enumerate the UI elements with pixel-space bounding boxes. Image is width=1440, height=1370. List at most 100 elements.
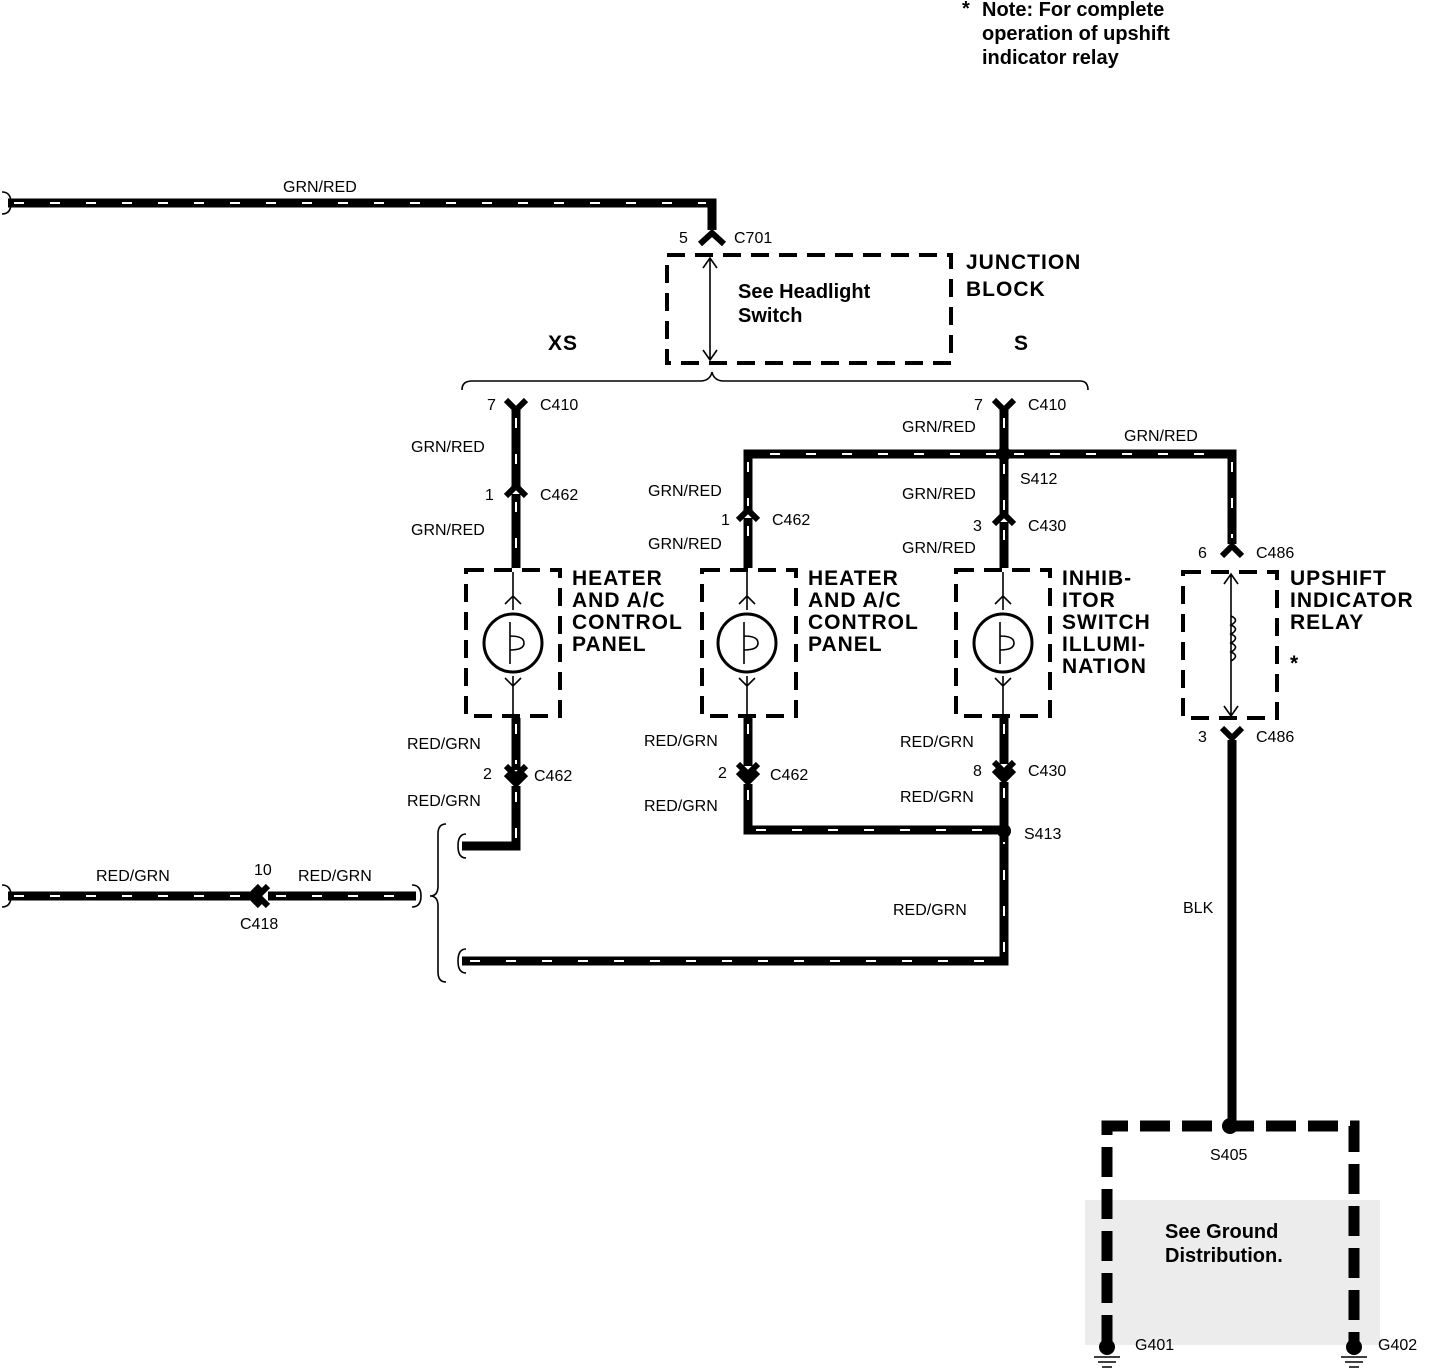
wire-label: GRN/RED — [411, 439, 485, 456]
c430-label: C430 — [1028, 518, 1066, 535]
heater2-label-4: PANEL — [808, 633, 883, 656]
wire-label: RED/GRN — [644, 798, 718, 815]
heater1-label-2: AND A/C — [572, 589, 666, 612]
wire-label: RED/GRN — [407, 736, 481, 753]
connector-c701: 5 C701 — [679, 228, 772, 247]
note: * Note: For complete operation of upshif… — [962, 0, 1170, 69]
junction-label-1: JUNCTION — [966, 251, 1081, 274]
wire-label: RED/GRN — [900, 734, 974, 751]
wire-label: GRN/RED — [411, 522, 485, 539]
junction-inner-2: Switch — [738, 305, 802, 327]
c701-pin: 5 — [679, 230, 688, 247]
s412-label: S412 — [1020, 471, 1057, 488]
c430-label: C430 — [1028, 763, 1066, 780]
column-inhibitor: 7 C410 GRN/RED S412 GRN/RED 3 C430 GRN/R… — [900, 397, 1151, 843]
c418-label: C418 — [240, 916, 278, 933]
relay-label-3: RELAY — [1290, 611, 1364, 634]
inhibitor-label-5: NATION — [1062, 655, 1147, 678]
relay-coil-icon — [1223, 572, 1239, 718]
heater1-label-4: PANEL — [572, 633, 647, 656]
junction-inner-1: See Headlight — [738, 281, 871, 303]
c486-pin: 6 — [1198, 545, 1207, 562]
variant-s: S — [1014, 332, 1029, 355]
c462-label: C462 — [772, 512, 810, 529]
note-line-2: operation of upshift — [982, 23, 1170, 45]
wire-label: GRN/RED — [1124, 428, 1198, 445]
c410-pin-right: 7 — [974, 397, 983, 414]
wire-label-blk: BLK — [1183, 900, 1214, 917]
c462-pin: 1 — [485, 487, 494, 504]
g402-label: G402 — [1378, 1337, 1417, 1354]
note-star: * — [962, 0, 970, 20]
note-line-3: indicator relay — [982, 47, 1120, 69]
wire-label: RED/GRN — [644, 733, 718, 750]
c486-pin: 3 — [1198, 729, 1207, 746]
bulb-icon — [716, 572, 778, 714]
wire-label: RED/GRN — [893, 902, 967, 919]
relay-label-1: UPSHIFT — [1290, 567, 1387, 590]
heater1-label-1: HEATER — [572, 567, 663, 590]
splice-s405 — [1222, 1118, 1238, 1134]
ground-shade — [1085, 1200, 1380, 1345]
wire-label: RED/GRN — [900, 789, 974, 806]
heater2-label-3: CONTROL — [808, 611, 919, 634]
c462-pin: 1 — [721, 512, 730, 529]
c486-label: C486 — [1256, 545, 1294, 562]
ground-icon — [1341, 1339, 1367, 1368]
ground-distribution: S405 See Ground Distribution. G401 G402 — [1085, 1118, 1417, 1368]
column-relay: GRN/RED 6 C486 UPSHIFT INDICATOR RELAY *… — [1004, 428, 1414, 1126]
inhibitor-label-4: ILLUMI- — [1062, 633, 1146, 656]
c486-label: C486 — [1256, 729, 1294, 746]
splice-s413 — [997, 824, 1011, 838]
wire-label: RED/GRN — [96, 868, 170, 885]
c410-label-left: C410 — [540, 397, 578, 414]
wire-bottom-red-grn: RED/GRN — [457, 832, 1009, 974]
s405-label: S405 — [1210, 1147, 1247, 1164]
ground-inner-1: See Ground — [1165, 1221, 1278, 1243]
wire-label: GRN/RED — [283, 179, 357, 196]
c430-pin: 3 — [973, 518, 982, 535]
heater1-label-3: CONTROL — [572, 611, 683, 634]
wire-top-grn-red: GRN/RED — [1, 179, 717, 230]
c462-pin: 2 — [718, 765, 727, 782]
inhibitor-label-2: ITOR — [1062, 589, 1116, 612]
c462-pin: 2 — [483, 766, 492, 783]
wire-left-red-grn: RED/GRN RED/GRN 10 C418 — [1, 862, 422, 933]
variant-xs: XS — [548, 332, 578, 355]
relay-label-2: INDICATOR — [1290, 589, 1414, 612]
c701-label: C701 — [734, 230, 772, 247]
junction-block: See Headlight Switch JUNCTION BLOCK XS S — [548, 251, 1081, 365]
wire-label: GRN/RED — [648, 483, 722, 500]
heater2-label-2: AND A/C — [808, 589, 902, 612]
g401-label: G401 — [1135, 1337, 1174, 1354]
variant-brace — [461, 371, 1089, 391]
note-line-1: Note: For complete — [982, 0, 1164, 21]
wire-label: GRN/RED — [902, 486, 976, 503]
wire-label: RED/GRN — [298, 868, 372, 885]
c410-label-right: C410 — [1028, 397, 1066, 414]
c410-pin-left: 7 — [487, 397, 496, 414]
c418-pin: 10 — [254, 862, 272, 879]
wire-label: GRN/RED — [902, 540, 976, 557]
splice-brace — [429, 823, 447, 983]
inhibitor-label-3: SWITCH — [1062, 611, 1151, 634]
inhibitor-label-1: INHIB- — [1062, 567, 1132, 590]
ground-icon — [1094, 1339, 1120, 1368]
relay-star: * — [1290, 652, 1299, 675]
s413-label: S413 — [1024, 826, 1061, 843]
heater2-label-1: HEATER — [808, 567, 899, 590]
wire-label: GRN/RED — [902, 419, 976, 436]
wire-label: RED/GRN — [407, 793, 481, 810]
c430-pin: 8 — [973, 763, 982, 780]
column-heater-2: GRN/RED 1 C462 GRN/RED HEATER AND A/C CO… — [644, 449, 1004, 835]
junction-label-2: BLOCK — [966, 278, 1046, 301]
column-heater-1: 7 C410 GRN/RED 1 C462 GRN/RED HEATER AND… — [407, 397, 683, 859]
c462-label: C462 — [540, 487, 578, 504]
wire-label: GRN/RED — [648, 536, 722, 553]
c462-label: C462 — [534, 768, 572, 785]
c462-label: C462 — [770, 767, 808, 784]
ground-inner-2: Distribution. — [1165, 1245, 1283, 1267]
bulb-icon — [482, 572, 544, 714]
bulb-icon — [972, 572, 1034, 714]
